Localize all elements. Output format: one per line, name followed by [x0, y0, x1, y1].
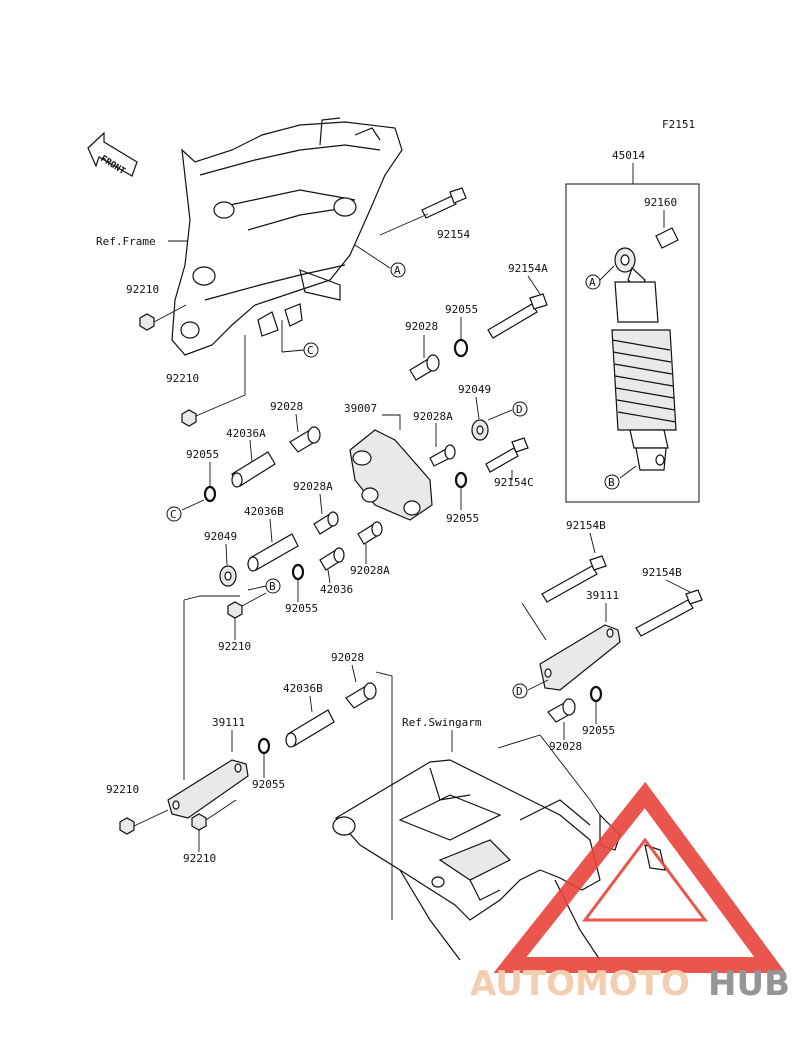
label-92055-d: 92055 [285, 602, 318, 615]
ref-swingarm-label: Ref.Swingarm [402, 716, 482, 729]
collar-92028-a [409, 354, 440, 381]
label-92028a-a: 92028A [413, 410, 453, 423]
label-92055-b: 92055 [446, 512, 479, 525]
label-92154: 92154 [437, 228, 470, 241]
bolt-92154b-a [541, 555, 607, 603]
label-92210-a: 92210 [126, 283, 159, 296]
bushing-92160 [655, 227, 679, 249]
callout-d-2: D [516, 685, 523, 698]
nut-92210-a [139, 313, 155, 331]
tie-rod-39111-b [167, 759, 249, 819]
label-92210-b: 92210 [166, 372, 199, 385]
tie-rod-39111-a [539, 624, 621, 691]
nut-92210-c [227, 601, 243, 619]
nut-92210-d [119, 817, 135, 835]
nut-92210-e [191, 813, 207, 831]
sleeve-42036b-a [247, 533, 299, 572]
label-42036: 42036 [320, 583, 353, 596]
label-92055-c: 92055 [186, 448, 219, 461]
callout-b-1: B [269, 580, 276, 593]
label-92028-a: 92028 [405, 320, 438, 333]
frame-drawing [171, 117, 403, 356]
label-92055-e: 92055 [252, 778, 285, 791]
label-42036b-a: 42036B [244, 505, 284, 518]
label-92055-a: 92055 [445, 303, 478, 316]
watermark-text-a: AUTOMOTO [470, 964, 690, 1004]
callout-b-2: B [608, 476, 615, 489]
collar-92028a-a [429, 444, 456, 467]
label-92028a-b: 92028A [293, 480, 333, 493]
bolt-92154c [485, 437, 529, 473]
label-92154b-b: 92154B [642, 566, 682, 579]
bolt-92154b-b [635, 589, 703, 637]
bolt-92154 [421, 187, 467, 219]
collar-92028-c [345, 682, 377, 709]
shock-box [565, 183, 700, 503]
label-92210-e: 92210 [183, 852, 216, 865]
nut-92210-b [181, 409, 197, 427]
callout-a-1: A [394, 264, 401, 277]
label-92055-f: 92055 [582, 724, 615, 737]
callout-c-1: C [307, 344, 314, 357]
watermark-text-b: HUB [708, 964, 790, 1004]
label-92049-a: 92049 [458, 383, 491, 396]
label-92160: 92160 [644, 196, 677, 209]
collar-92028a-c [357, 521, 383, 545]
callout-a-2: A [589, 276, 596, 289]
label-92028-b: 92028 [270, 400, 303, 413]
rocker-39007 [349, 429, 433, 521]
bolt-92154a [487, 293, 548, 339]
watermark-triangle-icon [493, 781, 786, 973]
collar-42036 [319, 547, 345, 571]
label-39111-a: 39111 [586, 589, 619, 602]
label-92049-b: 92049 [204, 530, 237, 543]
label-42036a: 42036A [226, 427, 266, 440]
collar-92028-b [289, 426, 321, 453]
collar-92028a-b [313, 511, 339, 535]
label-39007: 39007 [344, 402, 377, 415]
shock-45014 [611, 247, 677, 471]
diagram-id: F2151 [662, 118, 695, 131]
front-arrow-icon: FRONT [87, 131, 138, 177]
label-92028-c: 92028 [331, 651, 364, 664]
label-92154c: 92154C [494, 476, 534, 489]
sleeve-42036a [231, 451, 276, 488]
callout-c-2: C [170, 508, 177, 521]
label-92028-d: 92028 [549, 740, 582, 753]
label-92028a-c: 92028A [350, 564, 390, 577]
swingarm-drawing [332, 759, 666, 961]
label-92210-d: 92210 [106, 783, 139, 796]
label-92154a: 92154A [508, 262, 548, 275]
sleeve-42036b-b [285, 709, 335, 748]
callout-d-1: D [516, 403, 523, 416]
ref-frame-label: Ref.Frame [96, 235, 156, 248]
label-92210-c: 92210 [218, 640, 251, 653]
collar-92028-d [547, 698, 576, 723]
label-39111-b: 39111 [212, 716, 245, 729]
label-42036b-b: 42036B [283, 682, 323, 695]
automotohub-watermark: AUTOMOTO HUB [470, 781, 790, 1004]
shock-label: 45014 [612, 149, 645, 162]
label-92154b-a: 92154B [566, 519, 606, 532]
